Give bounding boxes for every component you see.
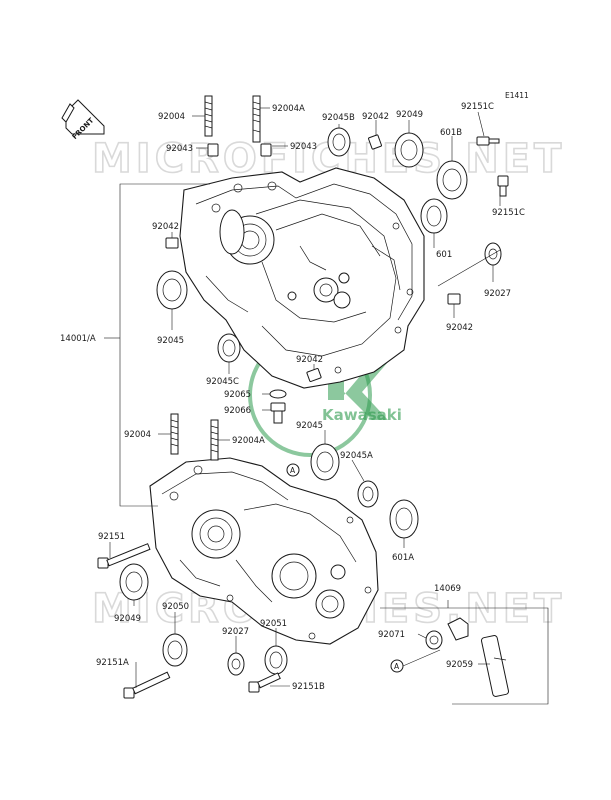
dowel-92042-left bbox=[165, 237, 179, 249]
bolt-92151A bbox=[123, 671, 171, 699]
svg-text:A: A bbox=[394, 662, 400, 671]
bearing-92045C bbox=[217, 333, 241, 363]
label-92059: 92059 bbox=[446, 660, 473, 670]
bearing-601B bbox=[436, 160, 468, 200]
stud-92004A-lower bbox=[210, 419, 219, 461]
label-92045C: 92045C bbox=[206, 377, 239, 387]
label-92045-lower: 92045 bbox=[296, 421, 323, 431]
label-92043-a: 92043 bbox=[166, 144, 193, 154]
bearing-601A bbox=[389, 499, 419, 539]
washer-92027-lower bbox=[227, 652, 245, 676]
oil-seal-92051 bbox=[264, 645, 288, 675]
oil-seal-92049-lower bbox=[119, 563, 149, 601]
front-direction-icon: FRONT bbox=[61, 99, 105, 141]
label-92045: 92045 bbox=[157, 336, 184, 346]
stud-92004-upper bbox=[204, 95, 213, 137]
label-601A: 601A bbox=[392, 553, 414, 563]
label-14069: 14069 bbox=[434, 584, 461, 594]
upper-crankcase-half bbox=[179, 167, 425, 389]
label-92004A-top: 92004A bbox=[272, 104, 305, 114]
label-92151B: 92151B bbox=[292, 682, 325, 692]
label-92071: 92071 bbox=[378, 630, 405, 640]
bolt-92151B bbox=[248, 672, 281, 693]
lower-crankcase-half bbox=[149, 457, 379, 645]
label-14001A: 14001/A bbox=[60, 334, 96, 344]
label-92045B: 92045B bbox=[322, 113, 355, 123]
washer-92065 bbox=[269, 389, 287, 399]
bolt-92151C-a bbox=[476, 136, 500, 146]
bolt-92151 bbox=[97, 543, 151, 569]
label-92151C-b: 92151C bbox=[492, 208, 525, 218]
part-labels: 92004 92004A 92043 92043 92045B 92042 92… bbox=[60, 102, 525, 692]
label-92027-right: 92027 bbox=[484, 289, 511, 299]
dowel-92042-right bbox=[447, 293, 461, 305]
label-92004-lower: 92004 bbox=[124, 430, 151, 440]
dowel-92042-mid bbox=[306, 368, 322, 382]
dowel-92042-top bbox=[368, 134, 382, 150]
label-92027-lower: 92027 bbox=[222, 627, 249, 637]
brand-label: Kawasaki bbox=[322, 406, 402, 424]
label-92043-b: 92043 bbox=[290, 142, 317, 152]
dowel-92043-b bbox=[260, 143, 272, 157]
svg-text:A: A bbox=[290, 466, 296, 475]
plug-92066 bbox=[270, 402, 286, 424]
label-92066: 92066 bbox=[224, 406, 251, 416]
bearing-92045-lower bbox=[310, 443, 340, 481]
label-92065: 92065 bbox=[224, 390, 251, 400]
bearing-92045-left bbox=[156, 270, 188, 310]
label-601: 601 bbox=[436, 250, 452, 260]
bearing-92045A bbox=[357, 480, 379, 508]
label-92004A-lower: 92004A bbox=[232, 436, 265, 446]
oil-seal-92050 bbox=[162, 633, 188, 667]
reference-marker-a-upper: A bbox=[286, 463, 300, 477]
breather-assembly-14069 bbox=[380, 607, 549, 705]
label-92004-top: 92004 bbox=[158, 112, 185, 122]
label-92050: 92050 bbox=[162, 602, 189, 612]
label-92042-top: 92042 bbox=[362, 112, 389, 122]
label-92049-lower: 92049 bbox=[114, 614, 141, 624]
label-92151C-a: 92151C bbox=[461, 102, 494, 112]
stud-92004-lower bbox=[170, 413, 179, 455]
oil-seal-92049-top bbox=[394, 132, 424, 168]
bearing-92045B bbox=[327, 127, 351, 157]
label-92045A: 92045A bbox=[340, 451, 373, 461]
bolt-92151C-b bbox=[497, 175, 509, 197]
label-92049-top: 92049 bbox=[396, 110, 423, 120]
label-601B: 601B bbox=[440, 128, 462, 138]
label-92042-left: 92042 bbox=[152, 222, 179, 232]
bearing-601 bbox=[420, 198, 448, 234]
label-92051: 92051 bbox=[260, 619, 287, 629]
label-92042-right: 92042 bbox=[446, 323, 473, 333]
leader-lines bbox=[104, 107, 501, 688]
dowel-92043-a bbox=[207, 143, 219, 157]
stud-92004A-upper bbox=[252, 95, 261, 143]
diagram-code: E1411 bbox=[505, 91, 529, 100]
label-92151A: 92151A bbox=[96, 658, 129, 668]
label-92151: 92151 bbox=[98, 532, 125, 542]
label-92042-mid: 92042 bbox=[296, 355, 323, 365]
reference-marker-a-lower: A bbox=[390, 659, 404, 673]
